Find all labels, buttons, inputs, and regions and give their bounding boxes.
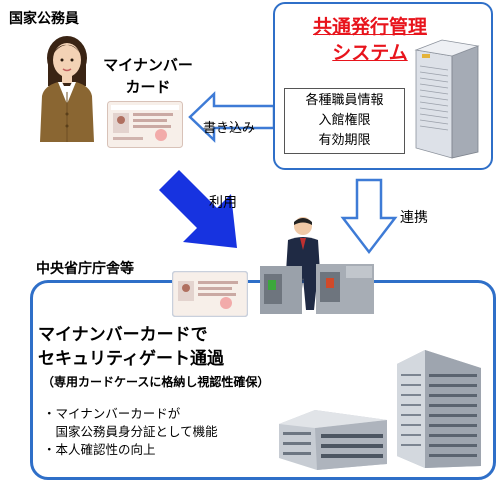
system-info-box: 各種職員情報 入館権限 有効期限	[284, 88, 405, 154]
use-label: 利用	[209, 195, 237, 211]
card-label-line-1: マイナンバー	[103, 56, 193, 74]
gate-title-line-2: セキュリティゲート通過	[38, 349, 224, 369]
card-label-line-2: カード	[125, 78, 171, 96]
my-number-card-icon	[107, 101, 183, 148]
system-title-line-2: システム	[332, 42, 408, 64]
benefit-item-2: ・本人確認性の向上	[43, 442, 156, 457]
link-label: 連携	[400, 210, 428, 226]
write-label: 書き込み	[203, 121, 256, 136]
system-title-line-1: 共通発行管理	[312, 16, 427, 38]
gate-title-line-1: マイナンバーカードで	[38, 325, 208, 345]
civil-servant-person-illustration	[40, 36, 94, 142]
info-employee-data: 各種職員情報	[305, 93, 384, 108]
office-heading: 中央省庁庁舎等	[36, 261, 134, 277]
info-entry-permission: 入館権限	[318, 113, 371, 128]
civil-servant-heading: 国家公務員	[9, 11, 79, 27]
office-buildings-illustration	[279, 350, 481, 470]
benefit-item-1-cont: 国家公務員身分証として機能	[43, 424, 218, 439]
card-in-case-icon	[172, 271, 248, 317]
server-icon	[414, 39, 480, 159]
use-arrow-icon	[159, 170, 237, 248]
gate-pass-subtitle: （専用カードケースに格納し視認性確保）	[42, 375, 270, 389]
system-title: 共通発行管理 システム	[300, 14, 440, 66]
my-number-card-label: マイナンバー カード	[92, 54, 204, 98]
security-gate-illustration	[260, 217, 374, 314]
info-expiry: 有効期限	[318, 133, 371, 148]
link-arrow-icon	[340, 178, 398, 255]
benefit-list: ・マイナンバーカードが 国家公務員身分証として機能 ・本人確認性の向上	[43, 405, 218, 459]
gate-pass-title: マイナンバーカードで セキュリティゲート通過	[38, 323, 224, 371]
benefit-item-1: ・マイナンバーカードが	[43, 406, 181, 421]
